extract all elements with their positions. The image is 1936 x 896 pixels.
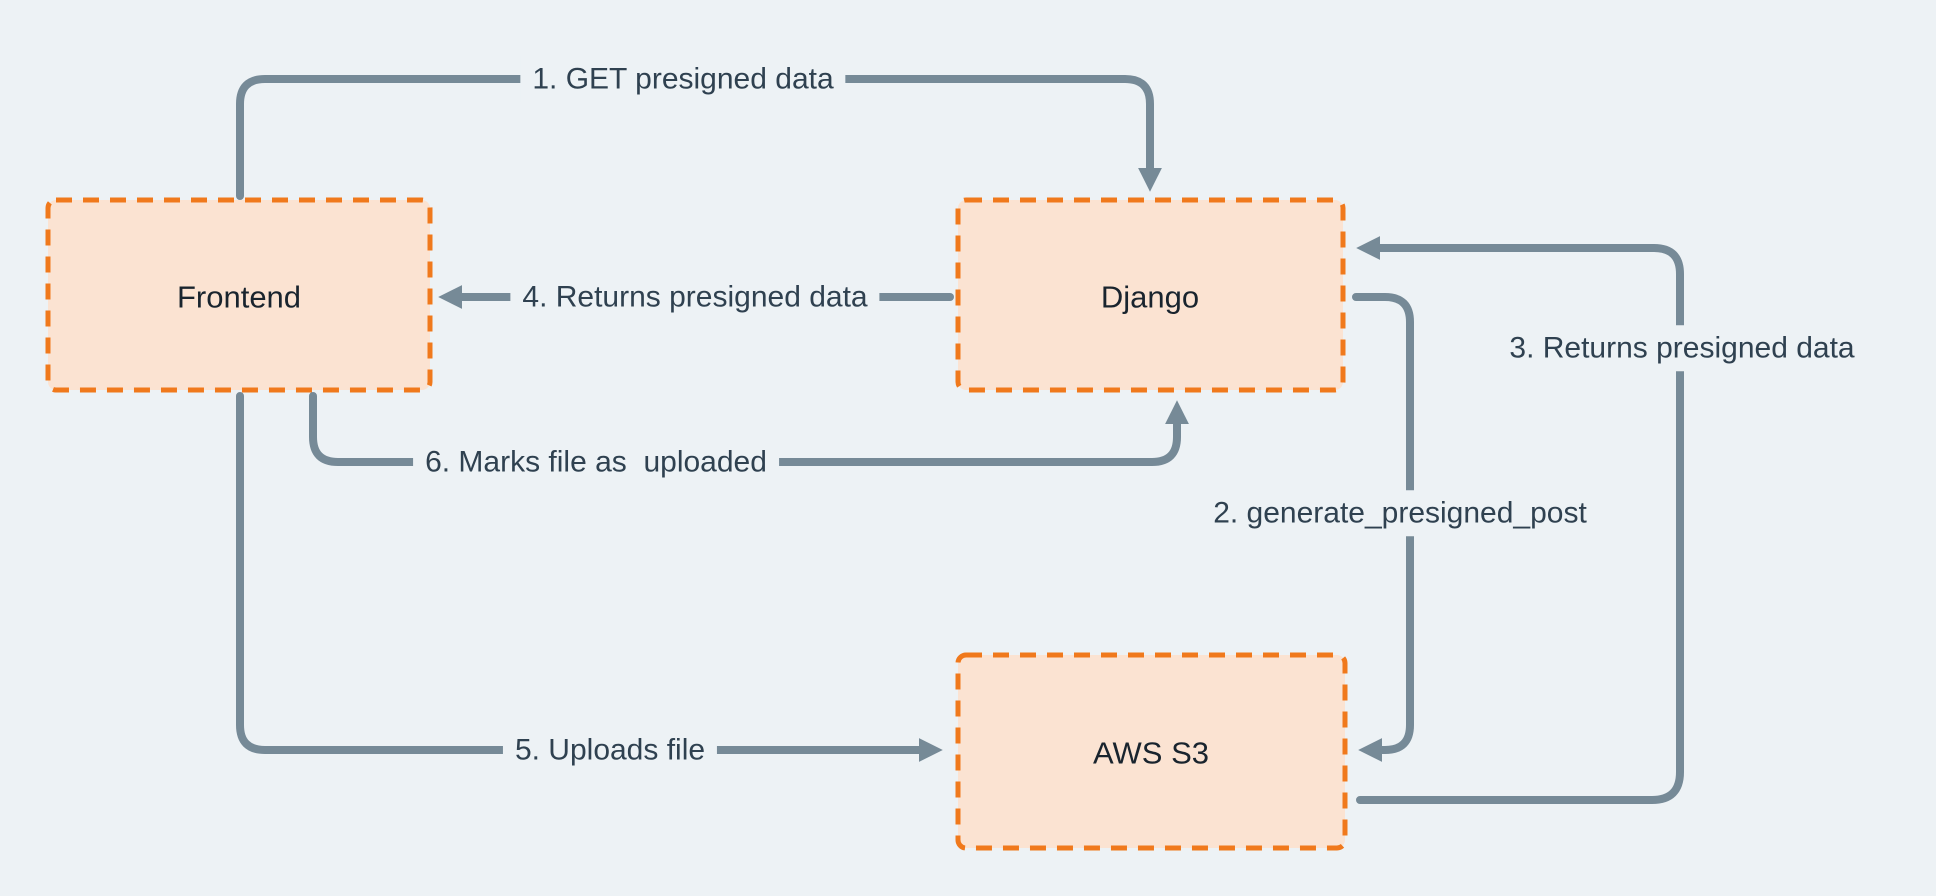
arrow-5-label: 5. Uploads file [502,727,718,773]
frontend-box [45,197,433,393]
aws-s3-box [955,652,1348,851]
node-boxes [45,197,1348,851]
arrow-3-aws-s3-to-django [1356,236,1684,804]
arrow-2-label: 2. generate_presigned_post [1201,490,1599,536]
django-box [955,197,1346,393]
arrow-6-label: 6. Marks file as uploaded [413,439,779,485]
django-node-label: Django [1100,279,1200,315]
arrow-5-frontend-to-aws-s3 [236,392,943,762]
frontend-node-label: Frontend [176,279,302,315]
arrow-3-label: 3. Returns presigned data [1497,325,1867,371]
aws-s3-node-label: AWS S3 [1093,735,1209,771]
arrow-4-label: 4. Returns presigned data [510,274,880,320]
arrow-1-label: 1. GET presigned data [520,56,846,102]
